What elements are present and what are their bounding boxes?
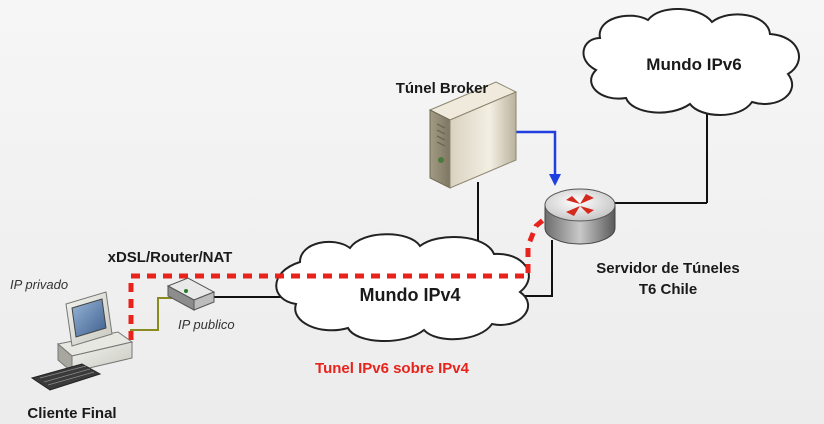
- tunnel-caption: Tunel IPv6 sobre IPv4: [315, 360, 470, 377]
- router-icon: [544, 188, 616, 245]
- cable-pc-to-modem: [130, 297, 172, 331]
- ipv4-world-label: Mundo IPv4: [359, 285, 460, 305]
- private-ip-label: IP privado: [10, 277, 68, 292]
- end-client-label: Cliente Final: [27, 405, 116, 422]
- ipv6-tunnel-path: [128, 214, 550, 340]
- desktop-computer-icon: [30, 291, 134, 391]
- public-ip-label: IP publico: [178, 317, 235, 332]
- router-nat-label: xDSL/Router/NAT: [108, 249, 233, 266]
- cloud-ipv4: Mundo IPv4: [275, 233, 530, 342]
- tower-server-icon: [428, 81, 518, 189]
- xdsl-modem-icon: [166, 277, 216, 311]
- tunnel-server-label-line2: T6 Chile: [639, 281, 697, 298]
- cable-ipv4-to-server: [516, 240, 553, 297]
- tunnel-broker-label: Túnel Broker: [396, 80, 489, 97]
- ipv6-world-label: Mundo IPv6: [646, 55, 741, 74]
- cloud-ipv6: Mundo IPv6: [582, 7, 800, 116]
- tunnel-server-label-line1: Servidor de Túneles: [596, 260, 739, 277]
